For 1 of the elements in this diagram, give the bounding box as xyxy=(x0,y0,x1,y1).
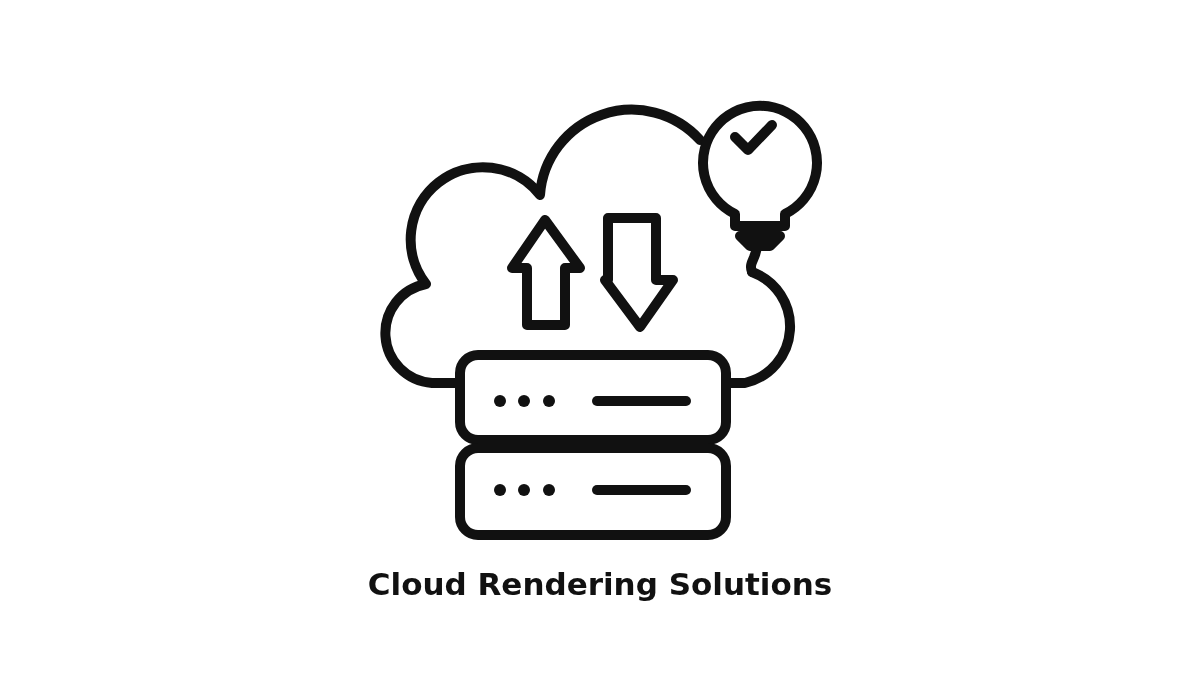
caption: Cloud Rendering Solutions xyxy=(367,566,833,602)
